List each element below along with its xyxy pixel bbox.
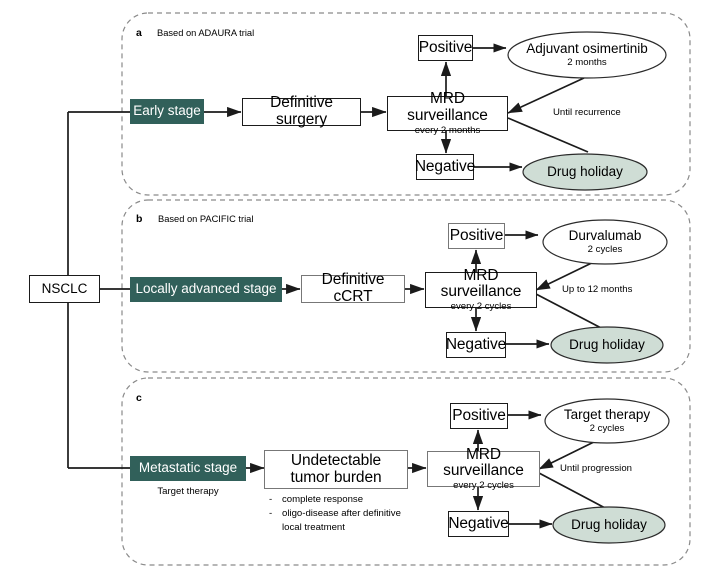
- node-positive-a[interactable]: Positive: [418, 35, 473, 61]
- therapy-ellipse-c: [544, 398, 670, 444]
- therapy-label-box-a[interactable]: Adjuvant osimertinib 2 months: [508, 34, 666, 76]
- stage-label-b: Locally advanced stage: [135, 281, 277, 297]
- mrd-sub-a: every 2 months: [414, 124, 481, 136]
- panel-outline-a: [121, 12, 691, 196]
- node-mrd-surveillance-b[interactable]: MRD surveillance every 2 cycles: [425, 267, 537, 312]
- drug-holiday-label-a[interactable]: Drug holiday: [523, 160, 647, 184]
- therapy-title-c: Target therapy: [563, 407, 651, 423]
- positive-label-b: Positive: [449, 226, 504, 244]
- stage-label-c: Metastatic stage: [138, 460, 238, 476]
- drug-holiday-label-c[interactable]: Drug holiday: [552, 514, 666, 536]
- treatment-bullet-list-c: -complete response -oligo-disease after …: [269, 493, 401, 535]
- loop-label-b: Up to 12 months: [562, 284, 633, 295]
- treatment-line2-c: tumor burden: [290, 468, 382, 486]
- node-treatment-ccrt[interactable]: Definitive cCRT: [301, 271, 405, 305]
- mrd-title-a: MRD surveillance: [407, 90, 488, 124]
- drug-holiday-text-b: Drug holiday: [569, 336, 645, 352]
- therapy-title-a: Adjuvant osimertinib: [526, 41, 648, 57]
- mrd-sub-c: every 2 cycles: [453, 480, 514, 492]
- panel-outline-c: [121, 377, 691, 566]
- loop-label-c: Until progression: [560, 463, 632, 474]
- node-treatment-surgery[interactable]: Definitive surgery: [242, 94, 361, 128]
- therapy-sub-c: 2 cycles: [589, 422, 625, 434]
- bullet-text: oligo-disease after definitive: [282, 507, 401, 519]
- stage-caption-c: Target therapy: [157, 486, 219, 497]
- loop-label-a: Until recurrence: [553, 107, 621, 118]
- node-stage-locally-advanced[interactable]: Locally advanced stage: [130, 277, 282, 302]
- node-negative-b[interactable]: Negative: [446, 332, 506, 358]
- stage-label-a: Early stage: [133, 103, 201, 119]
- panel-letter-a: a: [136, 27, 142, 39]
- panel-caption-a: Based on ADAURA trial: [157, 28, 255, 38]
- panel-letter-c: c: [136, 392, 142, 404]
- panel-a-connectors: [203, 43, 589, 172]
- panel-c-connectors: [246, 410, 608, 529]
- therapy-label-box-b[interactable]: Durvalumab 2 cycles: [543, 222, 667, 262]
- node-positive-b[interactable]: Positive: [448, 223, 505, 249]
- drug-holiday-ellipse-b: [550, 326, 664, 364]
- nsclc-label: NSCLC: [41, 280, 88, 296]
- therapy-label-box-c[interactable]: Target therapy 2 cycles: [545, 401, 669, 441]
- bullet-text: complete response: [282, 494, 364, 505]
- list-item: local treatment: [269, 521, 401, 535]
- mrd-title-b: MRD surveillance: [440, 266, 522, 301]
- drug-holiday-text-c: Drug holiday: [571, 516, 647, 532]
- node-mrd-surveillance-a[interactable]: MRD surveillance every 2 months: [387, 90, 508, 135]
- drug-holiday-ellipse-a: [522, 153, 648, 191]
- node-negative-a[interactable]: Negative: [414, 154, 476, 180]
- panel-letter-b: b: [136, 213, 143, 225]
- panel-caption-b: Based on PACIFIC trial: [158, 214, 254, 224]
- node-stage-early[interactable]: Early stage: [130, 99, 204, 124]
- drug-holiday-ellipse-c: [552, 506, 666, 544]
- therapy-title-b: Durvalumab: [568, 228, 642, 244]
- mrd-sub-b: every 2 cycles: [450, 301, 512, 313]
- node-stage-metastatic[interactable]: Metastatic stage: [130, 456, 246, 481]
- therapy-ellipse-b: [542, 219, 668, 265]
- node-undetectable-tumor-burden[interactable]: Undetectable tumor burden: [264, 450, 408, 489]
- treatment-line1-c: Undetectable: [290, 451, 382, 469]
- drug-holiday-text-a: Drug holiday: [547, 163, 623, 179]
- drug-holiday-label-b[interactable]: Drug holiday: [550, 334, 664, 356]
- therapy-sub-b: 2 cycles: [587, 243, 623, 255]
- negative-label-b: Negative: [445, 335, 507, 353]
- list-item: -complete response: [269, 494, 364, 505]
- positive-label-a: Positive: [418, 38, 473, 56]
- bullet-text: local treatment: [282, 521, 345, 533]
- positive-label-c: Positive: [452, 406, 506, 424]
- treatment-label-b: Definitive cCRT: [321, 271, 385, 305]
- list-item: -oligo-disease after definitive: [269, 507, 401, 519]
- negative-label-c: Negative: [448, 514, 509, 532]
- panel-outline-b: [121, 199, 691, 373]
- node-nsclc[interactable]: NSCLC: [29, 275, 100, 303]
- treatment-label-a: Definitive surgery: [270, 94, 333, 128]
- negative-label-a: Negative: [414, 157, 476, 175]
- therapy-ellipse-a: [507, 31, 667, 79]
- node-negative-c[interactable]: Negative: [448, 511, 509, 537]
- node-positive-c[interactable]: Positive: [450, 403, 508, 429]
- therapy-sub-a: 2 months: [567, 56, 607, 68]
- node-mrd-surveillance-c[interactable]: MRD surveillance every 2 cycles: [427, 446, 540, 491]
- mrd-title-c: MRD surveillance: [443, 445, 524, 480]
